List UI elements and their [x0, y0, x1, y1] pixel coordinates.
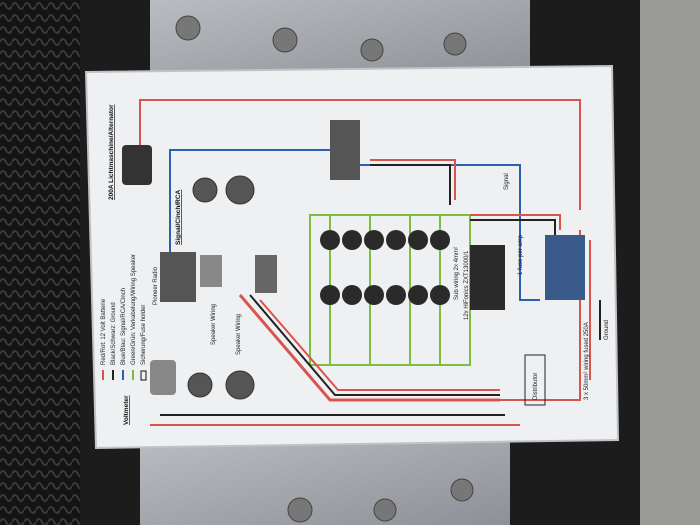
distributor-box [524, 354, 546, 406]
subwoofer-icon [430, 285, 450, 305]
distributor-label: Distributor [533, 373, 539, 400]
braided-cable [0, 0, 80, 525]
subwoofer-icon [408, 285, 428, 305]
speaker-wiring-label: Speaker Wiring [236, 314, 242, 355]
legend: Red/Rot: 12 Volt Batterie Black/Schwarz:… [101, 254, 147, 381]
subwoofer-icon [386, 230, 406, 250]
voltmeter-image [150, 360, 176, 395]
subwoofer-icon [364, 285, 384, 305]
legend-item: Black/Schwarz: Ground [111, 302, 117, 365]
pioneer-radio-image [160, 252, 196, 302]
subwoofer-icon [320, 230, 340, 250]
speaker-wiring-label: Speaker Wiring [211, 304, 217, 345]
radio-label: Pioneer Radio [153, 266, 159, 305]
subwoofer-icon [320, 285, 340, 305]
subwoofer-icon [430, 230, 450, 250]
legend-item: Blue/Blau: Signal/RCA/Cinch [121, 288, 127, 365]
battery-bank-image [545, 235, 585, 300]
laminated-sheet [84, 64, 620, 450]
legend-item: Sicherung/Fuse holder [141, 305, 147, 365]
subwoofer-icon [364, 230, 384, 250]
subwoofer-icon [386, 285, 406, 305]
subwoofer-icon [342, 230, 362, 250]
processor-image [200, 255, 222, 287]
amplifier-image [470, 245, 505, 310]
signal-label: Signal [504, 173, 510, 190]
signal-rca-label: Signal/Cinch/RCA [175, 189, 182, 245]
subwoofer-icon [342, 285, 362, 305]
metal-plate-bottom [140, 440, 510, 525]
main-wiring-label: 3 x 50mm² wiring fused 250A [584, 322, 590, 400]
amplifier-small-image [255, 255, 277, 293]
voltmeter-label: Voltmeter [123, 395, 130, 425]
legend-item: Red/Rot: 12 Volt Batterie [101, 298, 107, 365]
speaker-icons [187, 175, 255, 400]
panel-right [640, 0, 700, 525]
amps-label: 12x HiFonics ZXT13000/1 [464, 250, 470, 320]
subwoofer-icons [320, 230, 450, 305]
sub-wiring-label: Sub wiring 2x 4mm² [454, 247, 460, 300]
head-unit-image [330, 120, 360, 180]
legend-item: Green/Grün: Verkabelung/Wiring Speaker [131, 254, 137, 365]
bolt-icons [175, 15, 474, 523]
alternator-label: 200A Lichtmaschine/Alternator [108, 104, 115, 200]
fuse-per-amp-label: 1 fuse per amp [518, 234, 524, 275]
subwoofer-icon [408, 230, 428, 250]
ground-label: Ground [604, 320, 610, 340]
alternator-image [122, 145, 152, 185]
